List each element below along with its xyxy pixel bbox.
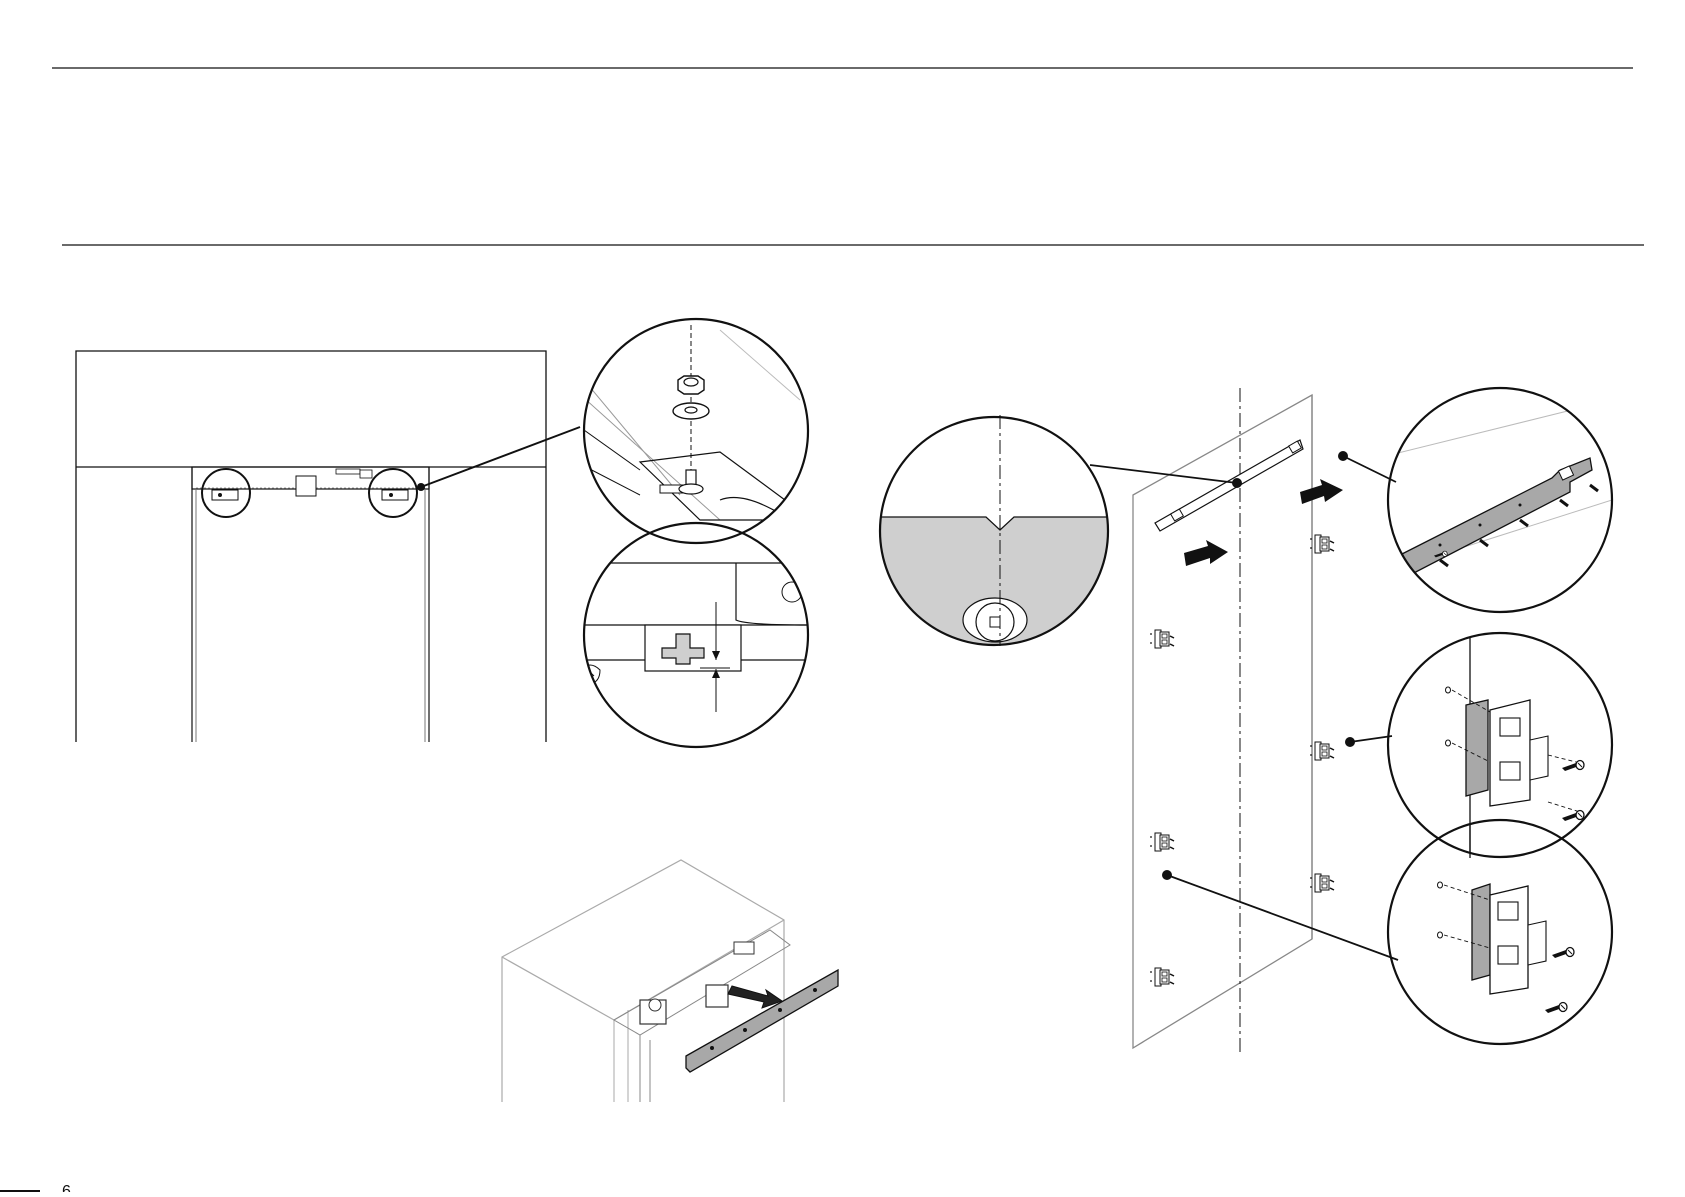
page-number: 6 bbox=[62, 1183, 71, 1192]
hinge-bracket-icon bbox=[1388, 633, 1612, 857]
centerline-icon bbox=[1090, 388, 1398, 1052]
arrow-right-icon bbox=[502, 860, 838, 1102]
gap-measure-icon bbox=[580, 523, 812, 747]
notch-icon bbox=[878, 415, 1110, 650]
hinge-bracket-icon bbox=[1388, 820, 1612, 1044]
cabinet-front-icon bbox=[76, 351, 580, 742]
screw-icon bbox=[1388, 388, 1612, 612]
nut-washer-icon bbox=[584, 319, 812, 543]
